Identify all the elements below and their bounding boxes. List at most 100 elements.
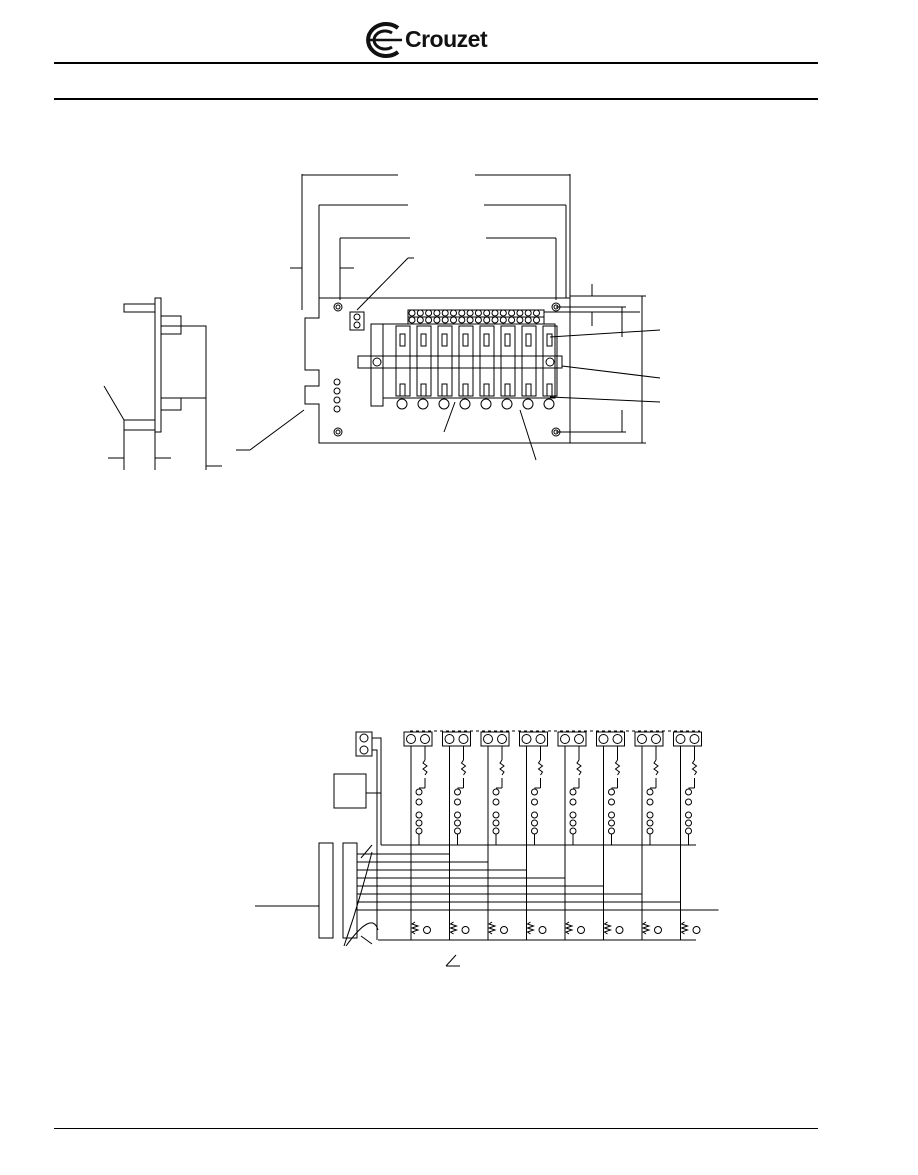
power-supply-box <box>333 773 367 809</box>
relay-coil-contact <box>608 827 615 835</box>
output-terminal <box>634 731 664 747</box>
terminal-screw <box>450 309 457 317</box>
terminal-screw <box>483 316 491 324</box>
terminal-screw <box>533 316 540 324</box>
terminal-screw <box>425 309 433 317</box>
terminal-screw <box>689 734 700 744</box>
footer-rule <box>54 1128 818 1129</box>
terminal-screw <box>450 316 457 324</box>
relay-coil-contact <box>685 798 692 806</box>
terminal-screw <box>598 734 609 744</box>
resistor-symbol <box>525 921 536 935</box>
resistor-symbol <box>564 921 574 935</box>
relay-coil-contact <box>454 827 461 835</box>
output-terminal <box>442 731 471 747</box>
relay-coil-contact <box>454 798 461 806</box>
fuse-symbol <box>576 759 582 776</box>
relay-coil-contact <box>415 819 423 827</box>
relay-coil-contact <box>646 827 654 835</box>
terminal-screw <box>491 316 499 324</box>
output-terminal <box>596 731 625 747</box>
terminal-screw <box>406 734 416 744</box>
output-terminal <box>557 731 587 747</box>
relay-fuse <box>420 333 427 347</box>
relay-coil-contact <box>646 819 654 827</box>
relay-diode <box>504 383 511 397</box>
relay-led <box>543 398 555 410</box>
relay-led <box>501 398 513 410</box>
relay-diode <box>441 383 448 397</box>
resistor-symbol <box>410 921 420 935</box>
relay-coil-contact <box>646 798 654 806</box>
terminal-screw <box>524 316 532 324</box>
terminal-screw <box>466 316 474 324</box>
terminal-screw <box>483 309 491 317</box>
relay-led <box>459 398 471 410</box>
relay-coil-contact <box>569 819 577 827</box>
resistor-symbol <box>641 921 651 935</box>
terminal-screw <box>458 316 466 324</box>
relay-coil-contact <box>492 811 500 819</box>
board-top-view <box>236 174 661 461</box>
terminal-screw <box>420 734 430 744</box>
fuse-symbol <box>691 759 698 776</box>
brand-name: Crouzet <box>405 26 488 52</box>
relay-coil-contact <box>415 788 423 796</box>
fuse-symbol <box>499 759 505 776</box>
relay-coil-contact <box>685 819 692 827</box>
output-terminal <box>673 731 702 747</box>
relay-coil-contact <box>492 827 500 835</box>
relay-coil-contact <box>608 819 615 827</box>
relay-coil-contact <box>569 827 577 835</box>
relay-coil-contact <box>646 811 654 819</box>
terminal-screw <box>574 734 584 744</box>
input-connector <box>318 842 334 939</box>
relay-coil-contact <box>608 798 615 806</box>
output-terminal <box>480 731 510 747</box>
relay-coil-contact <box>569 788 577 796</box>
led-symbol <box>423 926 431 934</box>
relay-coil-contact <box>608 788 615 796</box>
relay-coil-contact <box>492 819 500 827</box>
terminal-screw <box>416 309 424 317</box>
resistor-symbol <box>487 921 497 935</box>
led-symbol <box>461 926 470 934</box>
led-symbol <box>654 926 662 934</box>
fuse-symbol <box>422 759 428 776</box>
relay-board-dimension-drawing <box>103 174 661 470</box>
side-view <box>103 297 222 470</box>
relay-coil-contact <box>415 811 423 819</box>
resistor-symbol <box>679 921 690 935</box>
relay-coil-contact <box>569 811 577 819</box>
relay-led <box>522 398 534 410</box>
terminal-screw <box>425 316 433 324</box>
terminal-screw <box>408 316 416 324</box>
terminal-screw <box>508 316 516 324</box>
relay-diode <box>546 383 553 397</box>
relay-fuse <box>441 333 448 347</box>
relay-coil-contact <box>685 788 692 796</box>
relay-coil-contact <box>569 798 577 806</box>
relay-led <box>438 398 450 410</box>
output-terminal <box>403 731 433 747</box>
relay-fuse <box>483 333 490 347</box>
terminal-screw <box>474 316 482 324</box>
relay-led <box>417 398 429 410</box>
relay-coil-contact <box>685 827 692 835</box>
terminal-screw <box>675 734 686 744</box>
relay-led <box>396 398 408 410</box>
terminal-screw <box>533 309 540 317</box>
relay-diode <box>462 383 469 397</box>
terminal-screw <box>535 734 546 744</box>
led-symbol <box>615 926 624 934</box>
terminal-screw <box>651 734 661 744</box>
relay-fuse <box>525 333 532 347</box>
relay-coil-contact <box>608 811 615 819</box>
relay-fuse <box>399 333 406 347</box>
terminal-screw <box>521 734 532 744</box>
relay-fuse <box>546 333 553 347</box>
terminal-screw <box>524 309 532 317</box>
terminal-screw <box>416 316 424 324</box>
relay-coil-contact <box>531 811 538 819</box>
